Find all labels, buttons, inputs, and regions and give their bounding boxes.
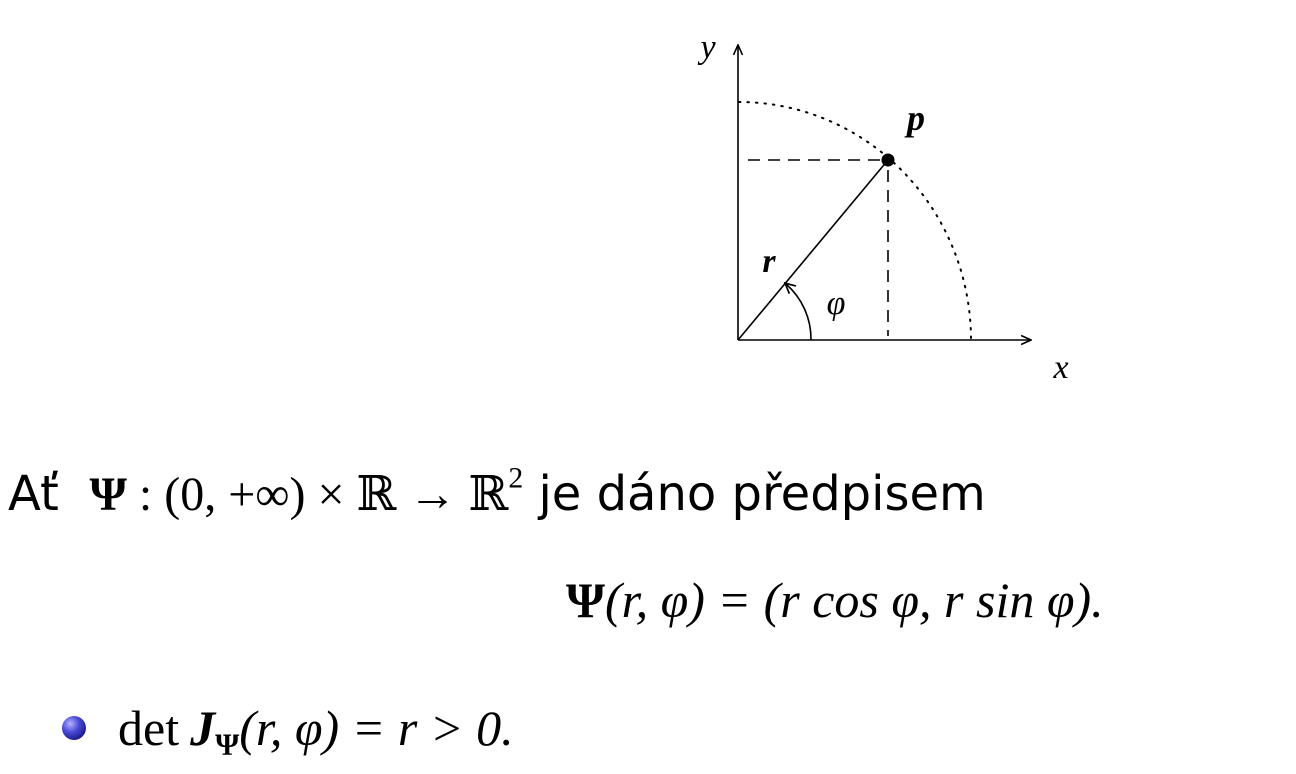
jacobian-symbol: J	[190, 700, 216, 756]
x-axis-label: x	[1052, 349, 1068, 386]
angle-arc	[786, 284, 812, 341]
definition-line: Ať Ψ : (0, +∞) × ℝ → ℝ2 je dáno předpise…	[8, 462, 986, 527]
map-domain: (0, +∞) × ℝ → ℝ	[164, 468, 509, 521]
formula-line: Ψ(r, φ) = (r cos φ, r sin φ).	[566, 568, 1104, 632]
psi-lhs-symbol: Ψ	[566, 572, 605, 628]
dotted-circle-arc	[738, 101, 972, 341]
point-p	[881, 153, 895, 167]
y-axis-label: y	[697, 29, 716, 66]
jacobian-subscript: Ψ	[215, 726, 240, 762]
jacobian-rest: (r, φ) = r > 0.	[239, 700, 514, 756]
definition-suffix: je dáno předpisem	[523, 466, 986, 522]
bullet-icon	[62, 716, 86, 740]
det-operator: det	[118, 700, 180, 756]
angle-label: φ	[827, 285, 846, 322]
point-label: p	[904, 98, 925, 138]
colon: :	[126, 468, 165, 521]
formula-body: (r, φ) = (r cos φ, r sin φ).	[605, 572, 1104, 628]
psi-symbol: Ψ	[89, 468, 127, 521]
codomain-exponent: 2	[508, 461, 524, 495]
radius-label: r	[762, 243, 776, 280]
polar-coordinates-diagram: y x p r φ	[697, 29, 1068, 386]
definition-prefix: Ať	[8, 466, 59, 522]
radius-line	[737, 159, 889, 341]
